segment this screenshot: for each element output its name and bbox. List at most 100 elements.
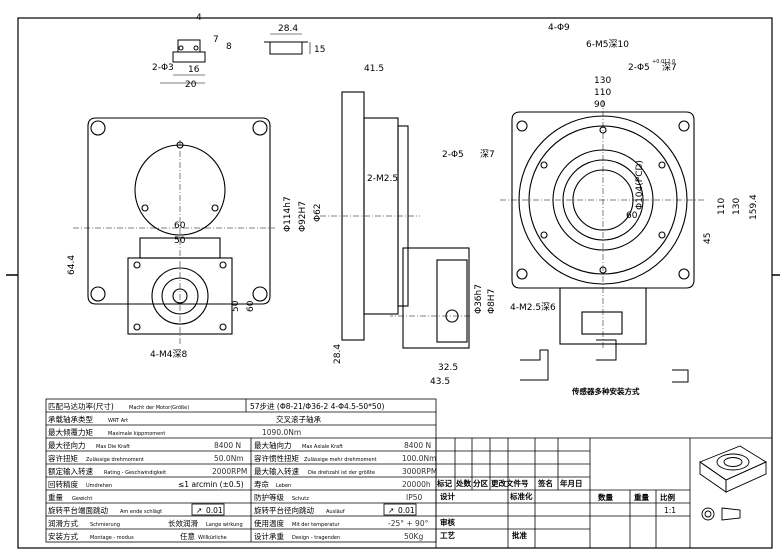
dim-phi114: Φ114h7 <box>283 196 293 232</box>
tb-approve: 批准 <box>512 530 527 540</box>
spec-bearing-value: 交叉滚子轴承 <box>276 414 321 424</box>
spec-inertia-label: 容许惯性扭矩 <box>254 453 299 463</box>
dim-60h: 60 <box>626 211 638 221</box>
tb-count: 处数 <box>455 478 471 488</box>
dim-45: 45 <box>703 233 713 244</box>
dim-28-4b: 28.4 <box>333 344 343 364</box>
tb-std: 标准化 <box>509 491 533 501</box>
spec-radial-value: 8400 N <box>214 441 241 450</box>
spec-tilt-value: 1090.0Nm <box>262 428 301 437</box>
spec-bearing-label: 承载轴承类型 <box>48 414 93 424</box>
side-section-view <box>320 91 470 349</box>
spec-life-label: 寿命 <box>254 479 269 489</box>
spec-table <box>45 398 437 543</box>
spec-radial-label: 最大径向力 <box>48 440 86 450</box>
spec-backlash-value: ≤1 arcmin (±0.5) <box>178 480 244 489</box>
tb-change-doc: 更改文件号 <box>491 478 529 488</box>
dim-4-m2-5: 4-M2.5深6 <box>510 302 556 313</box>
dim-90: 90 <box>594 100 606 110</box>
spec-inertia-value: 100.0Nm <box>402 454 436 463</box>
spec-mount-value-en: Willkürliche <box>198 535 227 541</box>
spec-protection-label-en: Schutz <box>292 496 309 502</box>
spec-lube-value: 长效润滑 <box>168 518 198 528</box>
spec-lube-label: 润滑方式 <box>48 518 78 528</box>
dim-4-m4: 4-M4深8 <box>150 349 187 360</box>
dim-50v: 50 <box>231 300 241 312</box>
runout-symbol: ↗ <box>196 506 202 515</box>
dim-16: 16 <box>188 65 200 75</box>
spec-weight-label: 重量 <box>48 493 63 502</box>
dim-130v: 130 <box>732 198 742 215</box>
spec-face-runout-label: 旋转平台端面跳动 <box>48 505 108 515</box>
spec-backlash-label-en: Umdrehen <box>86 483 112 489</box>
dim-tolerance: +0.012 0 <box>652 59 675 65</box>
dim-4: 4 <box>196 13 202 23</box>
runout-symbol-2: ↗ <box>388 506 394 515</box>
spec-life-value: 20000h <box>402 480 431 489</box>
dim-phi62: Φ62 <box>313 203 323 222</box>
spec-lube-value-en: Lange wirkung <box>206 522 243 528</box>
spec-max-speed-value: 3000RPM <box>402 467 437 476</box>
spec-load-label: 设计承重 <box>254 531 284 541</box>
tb-qty: 数量 <box>598 492 613 502</box>
spec-mount-value: 任意 <box>180 531 195 541</box>
spec-temp-label: 使用温度 <box>254 518 284 528</box>
spec-axial-label-en: Max Axiale Kraft <box>302 444 343 450</box>
spec-axial-label: 最大轴向力 <box>254 440 292 450</box>
cover-profile-view <box>264 33 311 55</box>
spec-max-speed-label-en: Die drehzahl ist der größte <box>308 470 375 476</box>
spec-mount-label: 安装方式 <box>48 531 78 541</box>
spec-motor-label: 匹配马达功率(尺寸) <box>48 401 114 411</box>
tb-weight: 重量 <box>634 492 649 502</box>
tb-design: 设计 <box>440 491 455 501</box>
spec-temp-label-en: Mit der temperatur <box>292 522 341 528</box>
spec-radial-label-en: Max Die Kraft <box>96 444 130 450</box>
dim-110v: 110 <box>717 198 727 215</box>
spec-face-runout-value: 0.01 <box>206 506 223 515</box>
dim-8: 8 <box>226 42 232 52</box>
dim-deep-7: 深7 <box>662 62 677 73</box>
note-sensor-mount: 传感器多种安装方式 <box>571 386 640 396</box>
spec-tilt-label-en: Maximale kippmoment <box>108 431 165 437</box>
spec-weight-label-en: Gewicht <box>72 496 92 502</box>
spec-inertia-label-en: Zulässige mehr drehmoment <box>304 457 377 463</box>
dim-110: 110 <box>594 88 611 98</box>
spec-backlash-label: 回转精度 <box>48 479 78 489</box>
tb-scale-value: 1:1 <box>664 506 676 515</box>
right-front-view <box>500 100 705 350</box>
spec-motor-value: 57步进 (Φ8-21/Φ36-2 4-Φ4.5-50*50) <box>250 402 384 411</box>
spec-radial-runout-label: 旋转平台径向跳动 <box>254 505 314 515</box>
dim-130: 130 <box>594 76 611 86</box>
spec-life-label-en: Leben <box>276 483 291 489</box>
spec-rated-speed-value: 2000RPM <box>212 467 247 476</box>
tb-mark: 标记 <box>436 478 452 488</box>
dim-phi36: Φ36h7 <box>474 284 484 314</box>
spec-lube-label-en: Schmierung <box>90 522 120 528</box>
sensor-mount-sketches <box>520 339 689 383</box>
spec-torque-value: 50.0Nm <box>214 454 244 463</box>
spec-temp-value: -25° + 90° <box>388 519 429 528</box>
dim-7: 7 <box>213 35 219 45</box>
spec-bearing-label-en: WRT Art <box>108 418 128 424</box>
dim-4-phi9: 4-Φ9 <box>548 23 570 33</box>
dim-6-m5: 6-M5深10 <box>586 39 629 50</box>
dim-2-phi5b: 2-Φ5 <box>442 150 464 160</box>
tb-zone: 分区 <box>473 478 488 488</box>
dim-phi8: Φ8H7 <box>487 289 497 314</box>
spec-mount-label-en: Montage - modus <box>90 535 134 541</box>
spec-protection-label: 防护等级 <box>254 492 284 502</box>
tb-craft: 工艺 <box>440 530 455 540</box>
dim-2-phi5: 2-Φ5 <box>628 63 650 73</box>
isometric-thumbnail <box>699 445 767 521</box>
spec-load-label-en: Design - tragenden <box>292 535 340 541</box>
tb-date: 年月日 <box>560 478 583 488</box>
dim-2-m2-5: 2-M2.5 <box>367 174 398 184</box>
dim-28-4: 28.4 <box>278 24 298 34</box>
sheet-border <box>17 17 773 549</box>
spec-max-speed-label: 最大输入转速 <box>254 466 299 476</box>
spec-load-value: 50Kg <box>404 532 423 541</box>
spec-motor-label-en: Macht der Motor(Größe) <box>129 405 189 411</box>
sensor-bracket-view <box>160 39 206 84</box>
